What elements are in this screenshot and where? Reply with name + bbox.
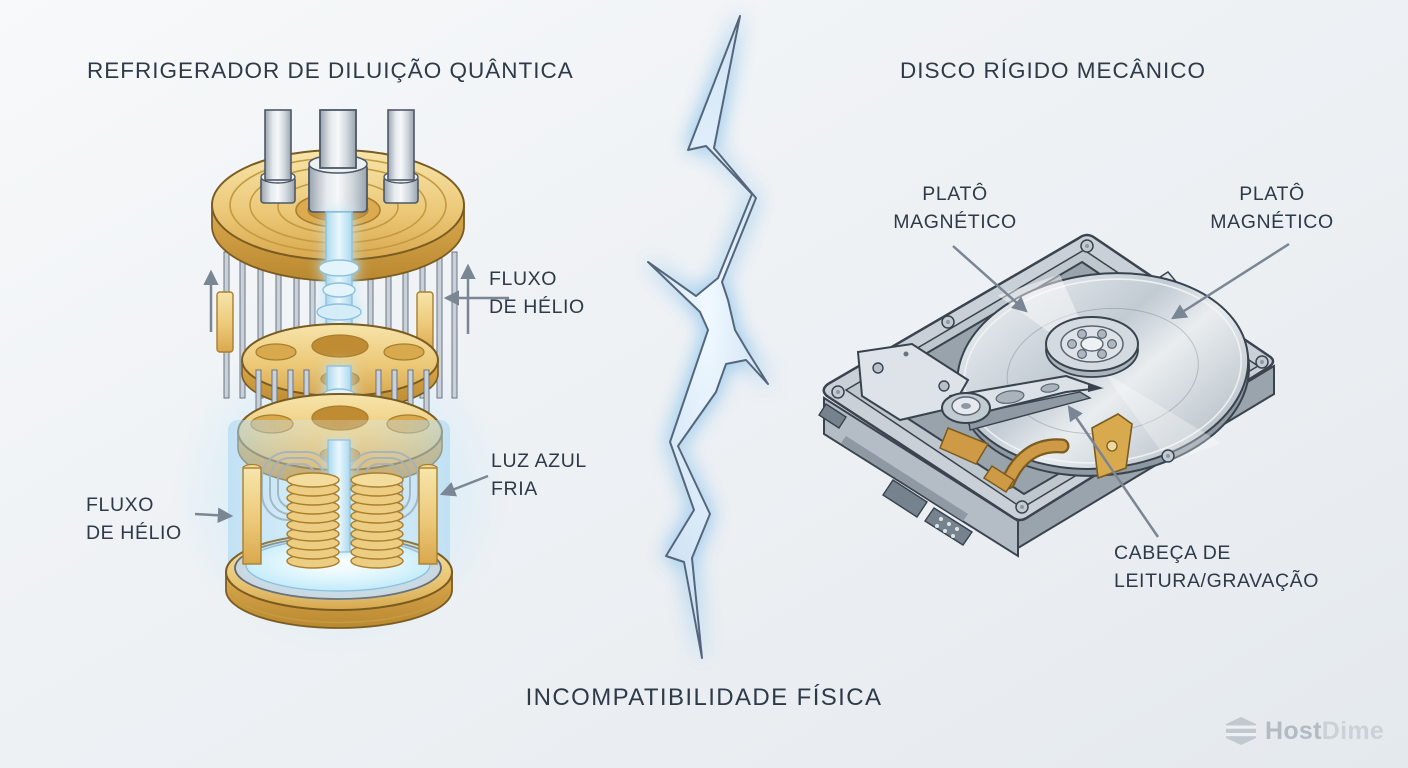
- helium-flow-right-arrow: [194, 507, 234, 524]
- label-helium-flow-upper: FLUXO DE HÉLIO: [489, 268, 585, 318]
- cold-light-leader-arrow: [439, 474, 489, 497]
- right-title: DISCO RÍGIDO MECÂNICO: [900, 58, 1207, 83]
- head-leader-arrow: [1067, 405, 1160, 538]
- watermark-host-text: Host: [1265, 716, 1322, 745]
- lightning-crack: [647, 15, 769, 659]
- platter-right-leader-arrow: [1171, 242, 1290, 320]
- left-title: REFRIGERADOR DE DILUIÇÃO QUÂNTICA: [87, 58, 574, 83]
- hard-drive-illustration: [818, 233, 1275, 558]
- label-helium-flow-lower: FLUXO DE HÉLIO: [86, 494, 182, 544]
- label-read-write-head: CABEÇA DE LEITURA/GRAVAÇÃO: [1114, 542, 1319, 592]
- bottom-caption: INCOMPATIBILIDADE FÍSICA: [525, 684, 883, 711]
- platter-left-leader-arrow: [952, 245, 1028, 313]
- hostdime-watermark: HostDime: [1224, 716, 1384, 746]
- dilution-refrigerator-illustration: [170, 109, 510, 655]
- label-cold-blue-light: LUZ AZUL FRIA: [491, 450, 587, 500]
- watermark-dime-text: Dime: [1321, 716, 1385, 745]
- hostdime-logo-icon: [1224, 716, 1258, 746]
- label-platter-left: PLATÔ MAGNÉTICO: [893, 183, 1017, 233]
- label-platter-right: PLATÔ MAGNÉTICO: [1210, 183, 1334, 233]
